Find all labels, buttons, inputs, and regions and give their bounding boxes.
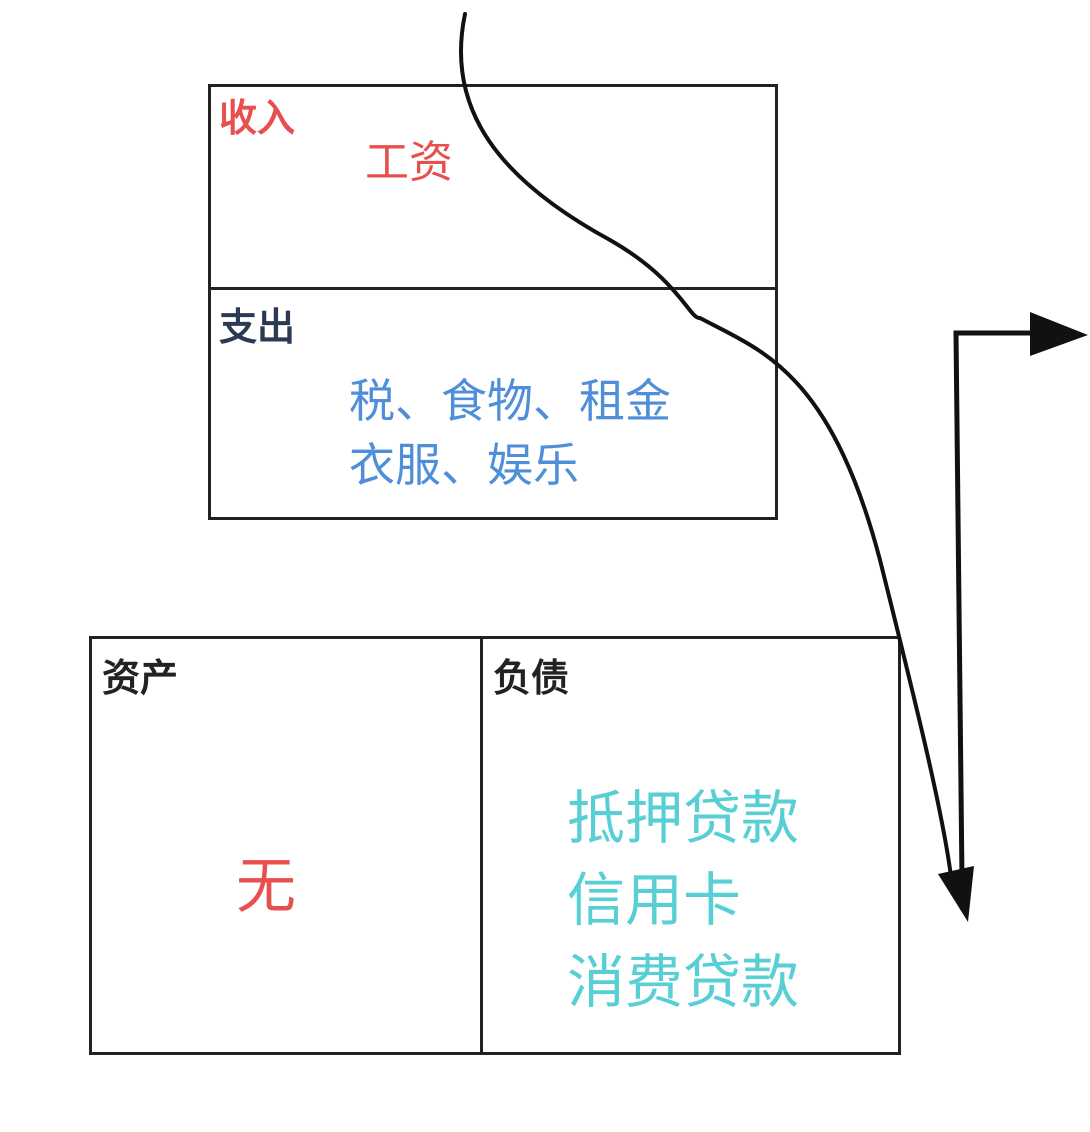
cash-flow-curve <box>459 12 954 887</box>
bracket-line <box>953 330 1034 881</box>
liability-item-2: 信用卡 <box>567 866 742 934</box>
liability-item-3: 消费贷款 <box>567 948 800 1016</box>
income-salary-text: 工资 <box>365 137 453 188</box>
right-arrow-icon <box>1030 312 1088 356</box>
asset-box: 资产 无 <box>89 636 483 1055</box>
liability-box: 负债 抵押贷款 信用卡 消费贷款 <box>480 636 901 1055</box>
expense-box: 支出 税、食物、租金 衣服、娱乐 <box>208 287 778 520</box>
down-arrow-icon <box>938 866 974 922</box>
expense-items-line-1: 税、食物、租金 <box>349 374 671 428</box>
expense-label: 支出 <box>219 305 296 349</box>
asset-label: 资产 <box>102 656 179 700</box>
expense-items-line-2: 衣服、娱乐 <box>349 438 579 492</box>
asset-value-text: 无 <box>236 852 296 922</box>
income-label: 收入 <box>219 96 296 140</box>
income-box: 收入 工资 <box>208 84 778 289</box>
liability-label: 负债 <box>493 656 570 700</box>
liability-item-1: 抵押贷款 <box>567 784 800 852</box>
